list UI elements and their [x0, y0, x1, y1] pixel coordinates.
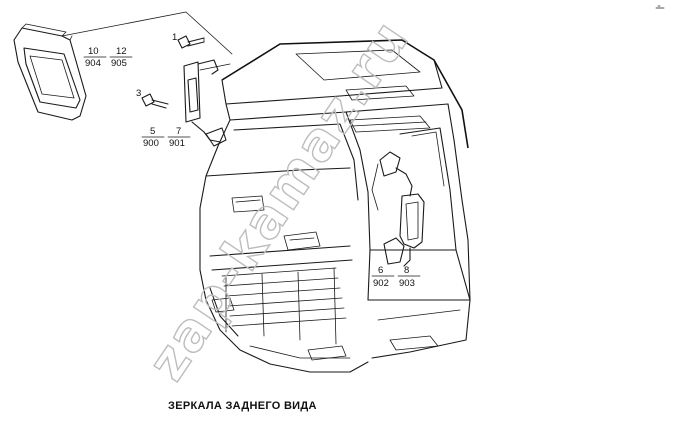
- callout-3: 3: [136, 88, 141, 99]
- rear-mirror-part: [13, 23, 87, 121]
- callout-904: 904: [85, 58, 101, 69]
- callout-7: 7: [176, 126, 181, 137]
- leader-line-mirror: [61, 11, 233, 55]
- callout-1: 1: [172, 32, 177, 43]
- callout-6: 6: [378, 265, 383, 276]
- callout-900: 900: [143, 138, 159, 149]
- bolt-1: [177, 35, 205, 49]
- callout-12: 12: [116, 46, 127, 57]
- callout-901: 901: [169, 138, 185, 149]
- mirror-bracket-left: [183, 59, 231, 147]
- callout-10: 10: [88, 46, 99, 57]
- callout-903: 903: [399, 278, 415, 289]
- truck-cab: [199, 39, 471, 373]
- callout-905: 905: [111, 58, 127, 69]
- corner-mark: [655, 5, 665, 9]
- bolt-3: [141, 93, 169, 109]
- diagram-caption: ЗЕРКАЛА ЗАДНЕГО ВИДА: [168, 400, 317, 412]
- callout-5: 5: [150, 126, 155, 137]
- callout-902: 902: [373, 278, 389, 289]
- watermark-text: zap-kamaz.ru: [137, 10, 421, 392]
- callout-8: 8: [404, 265, 409, 276]
- callout-numbers: 1 3 10 904 12 905 5 900 7 901 6 902 8 90…: [83, 32, 421, 289]
- mirror-assembly-right: [371, 151, 425, 267]
